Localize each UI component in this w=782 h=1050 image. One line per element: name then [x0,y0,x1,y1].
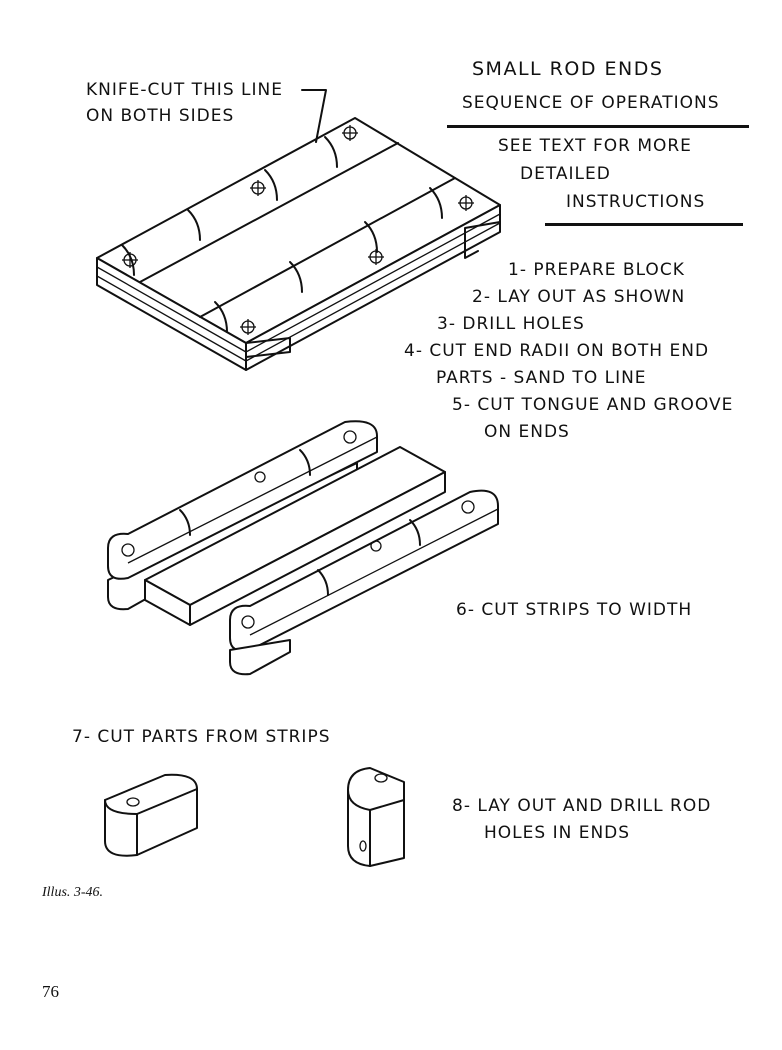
block-layout-drawing [96,89,501,371]
step-3: 3- DRILL HOLES [437,314,585,334]
heading-rule-bottom [545,223,743,226]
note-line-1: SEE TEXT FOR MORE [498,136,692,156]
cut-part-drawing [104,773,198,857]
cut-strips-drawing [107,420,499,676]
heading-rule-top [447,125,749,128]
step-6: 6- CUT STRIPS TO WIDTH [456,600,693,620]
step-1: 1- PREPARE BLOCK [508,260,685,280]
step-2: 2- LAY OUT AS SHOWN [472,287,686,307]
callout-line-2: ON BOTH SIDES [86,106,235,126]
step-8-line-1: 8- LAY OUT AND DRILL ROD [452,796,712,816]
page-title: SMALL ROD ENDS [472,58,664,80]
drilled-rod-end-drawing [347,767,405,867]
page-subtitle: SEQUENCE OF OPERATIONS [462,93,720,113]
step-4-line-1: 4- CUT END RADII ON BOTH END [404,341,710,361]
figure-caption: Illus. 3-46. [42,885,104,900]
step-4-line-2: PARTS - SAND TO LINE [436,368,647,388]
note-line-3: INSTRUCTIONS [566,192,706,212]
step-5-line-1: 5- CUT TONGUE AND GROOVE [452,395,734,415]
note-line-2: DETAILED [520,164,611,184]
step-8-line-2: HOLES IN ENDS [484,823,631,843]
step-7: 7- CUT PARTS FROM STRIPS [72,727,331,747]
page-number: 76 [42,982,59,1001]
callout-line-1: KNIFE-CUT THIS LINE [86,80,283,100]
step-5-line-2: ON ENDS [484,422,570,442]
